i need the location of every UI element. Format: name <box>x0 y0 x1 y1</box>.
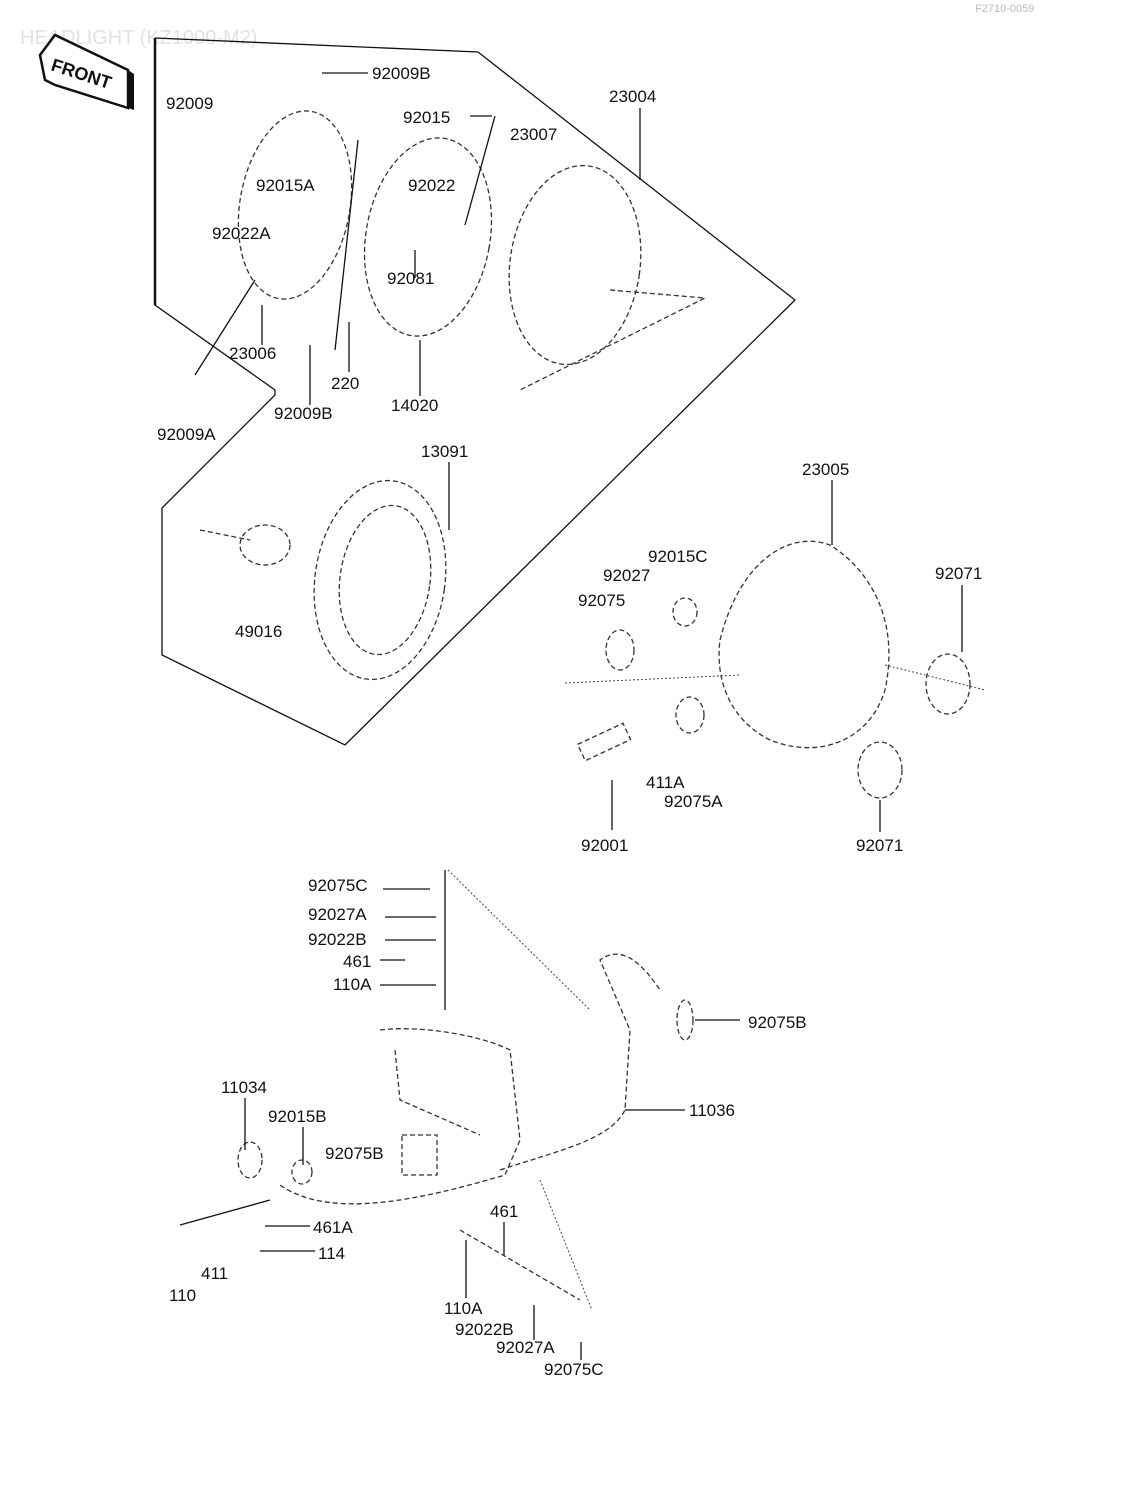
part-label: 110A <box>444 1299 483 1318</box>
part-label: 461A <box>313 1218 353 1237</box>
part-label: 110 <box>169 1286 196 1305</box>
part-label: 14020 <box>391 396 438 415</box>
part-label: 92009A <box>157 425 216 444</box>
headlight-unit <box>508 164 642 366</box>
part-label: 461 <box>490 1202 518 1221</box>
part-label: 110A <box>333 975 372 994</box>
part-label: 11034 <box>221 1078 267 1097</box>
part-label: 92071 <box>856 836 903 855</box>
retaining-ring <box>363 137 493 337</box>
part-label: 23006 <box>229 344 276 363</box>
diagram-title: HEADLIGHT (KZ1000-M2) <box>20 27 257 49</box>
part-label: 92022A <box>212 224 271 243</box>
mount-knob <box>925 653 971 715</box>
part-labels: 92009B 92009 92015 23004 23007 92015A 92… <box>157 64 982 1379</box>
part-label: 92015C <box>648 547 708 566</box>
part-label: 92015 <box>403 108 450 127</box>
front-arrow-icon: FRONT <box>38 33 134 110</box>
part-label: 92075A <box>664 792 723 811</box>
part-label: 92075B <box>748 1013 807 1032</box>
part-label: 92022 <box>408 176 455 195</box>
sealed-beam <box>313 479 447 681</box>
part-label: 11036 <box>689 1101 735 1120</box>
part-label: 92009B <box>274 404 333 423</box>
part-label: 92015A <box>256 176 315 195</box>
part-label: 92027A <box>496 1338 555 1357</box>
part-label: 220 <box>331 374 359 393</box>
part-label: 92075C <box>544 1360 604 1379</box>
part-label: 411 <box>201 1264 228 1283</box>
part-label: 92075 <box>578 591 625 610</box>
part-label: 92075C <box>308 876 368 895</box>
part-label: 92009B <box>372 64 431 83</box>
part-label: 92027A <box>308 905 367 924</box>
part-label: 92022B <box>308 930 367 949</box>
headlight-housing <box>718 540 890 749</box>
bulb-49016 <box>239 524 291 566</box>
part-label: 92081 <box>387 269 434 288</box>
assembly-outline <box>154 37 796 746</box>
part-label: 114 <box>318 1244 345 1263</box>
part-label: 411A <box>646 773 685 792</box>
part-label: 92075B <box>325 1144 384 1163</box>
part-label: 23005 <box>802 460 849 479</box>
leader-lines <box>194 72 963 1360</box>
part-label: 461 <box>343 952 371 971</box>
part-label: 92009 <box>166 94 213 113</box>
part-label: 13091 <box>421 442 468 461</box>
part-label: 92015B <box>268 1107 327 1126</box>
part-label: 92071 <box>935 564 982 583</box>
part-label: 92027 <box>603 566 650 585</box>
part-label: 23007 <box>510 125 557 144</box>
part-label: 92001 <box>581 836 628 855</box>
part-label: 23004 <box>609 87 656 106</box>
part-label: 92022B <box>455 1320 514 1339</box>
headlight-rim <box>237 110 353 300</box>
diagram-code: F2710-0059 <box>975 3 1034 15</box>
part-label: 49016 <box>235 622 282 641</box>
headlight-bracket <box>279 953 661 1205</box>
